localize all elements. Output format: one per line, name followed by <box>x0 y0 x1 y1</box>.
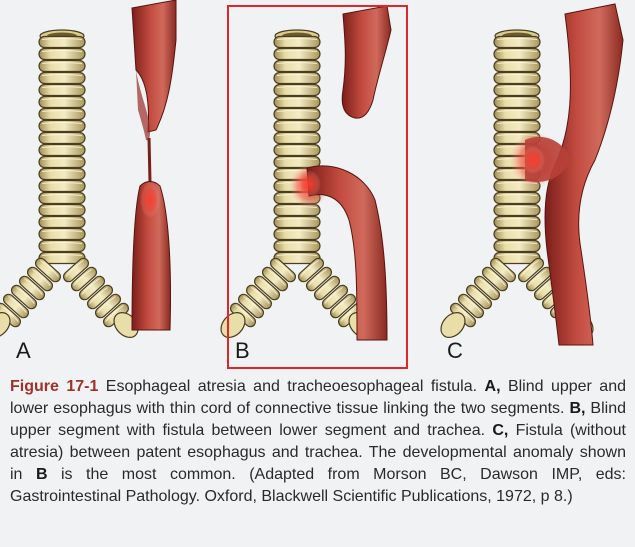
cartilage-ring <box>38 155 86 169</box>
cartilage-ring <box>38 35 86 49</box>
cartilage-ring <box>78 275 106 301</box>
cartilage-ring <box>2 293 30 319</box>
cartilage-ring <box>245 284 273 310</box>
cartilage-ring <box>261 266 289 292</box>
cartilage-ring <box>94 293 122 319</box>
cartilage-ring <box>273 215 321 229</box>
cartilage-ring <box>273 47 321 61</box>
caption-c-text: Fistula (without atresia) between patent… <box>10 422 626 483</box>
left-bronchus-end <box>0 312 11 338</box>
cartilage-ring <box>273 239 321 253</box>
caption-common-text: is the most common. (Adapted from Morson… <box>10 466 627 505</box>
cartilage-ring <box>253 275 281 301</box>
cartilage-ring <box>457 293 485 319</box>
cartilage-ring <box>38 83 86 97</box>
cartilage-ring <box>38 59 86 73</box>
cartilage-ring <box>273 131 321 145</box>
figure-caption: Figure 17-1 Esophageal atresia and trach… <box>10 376 626 508</box>
figure-illustration: A B C <box>0 0 635 372</box>
cartilage-ring <box>38 215 86 229</box>
panel-label-c: C <box>447 338 463 363</box>
panel-a-drawing <box>0 0 177 338</box>
cartilage-ring <box>34 257 62 283</box>
caption-title: Esophageal atresia and tracheoesophageal… <box>98 378 485 395</box>
figure-label: Figure 17-1 <box>10 378 99 395</box>
panel-label-a: A <box>16 338 31 363</box>
cartilage-ring <box>38 179 86 193</box>
cartilage-ring <box>493 119 541 133</box>
cartilage-ring <box>38 143 86 157</box>
cartilage-ring <box>273 71 321 85</box>
caption-a-text: Blind upper and lower esophagus with thi… <box>10 378 626 417</box>
cartilage-ring <box>70 266 98 292</box>
cartilage-ring <box>62 257 90 283</box>
panel-c-drawing <box>440 3 624 346</box>
caption-a-label: A, <box>484 378 501 395</box>
cartilage-ring <box>493 71 541 85</box>
cartilage-ring <box>38 107 86 121</box>
cartilage-ring <box>38 95 86 109</box>
cartilage-ring <box>273 119 321 133</box>
cartilage-ring <box>493 191 541 205</box>
panel-b: B <box>215 0 425 372</box>
cartilage-ring <box>269 257 297 283</box>
cartilage-ring <box>26 266 54 292</box>
cartilage-ring <box>273 227 321 241</box>
caption-b-label: B, <box>569 400 586 417</box>
cartilage-ring <box>481 266 509 292</box>
cartilage-ring <box>38 167 86 181</box>
caption-b-ref: B <box>35 466 48 483</box>
cartilage-ring <box>493 215 541 229</box>
esophagus-c <box>509 3 624 346</box>
cartilage-ring <box>38 119 86 133</box>
caption-c-label: C, <box>492 422 509 439</box>
cartilage-ring <box>313 275 341 301</box>
cartilage-ring <box>38 239 86 253</box>
trachea-b <box>220 29 374 338</box>
cartilage-ring <box>38 131 86 145</box>
panel-c: C <box>425 0 635 372</box>
panel-a: A <box>0 0 215 372</box>
cartilage-ring <box>38 47 86 61</box>
cartilage-ring <box>493 47 541 61</box>
cartilage-ring <box>493 239 541 253</box>
panel-label-b: B <box>235 338 250 363</box>
cartilage-ring <box>321 284 349 310</box>
cartilage-ring <box>493 227 541 241</box>
cartilage-ring <box>493 35 541 49</box>
cartilage-ring <box>38 203 86 217</box>
esophagus-b <box>289 5 392 341</box>
cartilage-ring <box>489 257 517 283</box>
cartilage-ring <box>86 284 114 310</box>
cartilage-ring <box>465 284 493 310</box>
cartilage-ring <box>237 293 265 319</box>
cartilage-ring <box>493 203 541 217</box>
cartilage-ring <box>18 275 46 301</box>
cartilage-ring <box>297 257 325 283</box>
caption-b-text: Blind upper segment with fistula between… <box>10 400 626 439</box>
cartilage-ring <box>517 257 545 283</box>
left-bronchus-end <box>440 312 466 338</box>
cartilage-ring <box>493 107 541 121</box>
panel-b-drawing <box>220 5 392 341</box>
cartilage-ring <box>329 293 357 319</box>
cartilage-ring <box>273 59 321 73</box>
cartilage-ring <box>493 59 541 73</box>
cartilage-ring <box>38 71 86 85</box>
cartilage-ring <box>38 227 86 241</box>
cartilage-ring <box>273 95 321 109</box>
cartilage-ring <box>273 143 321 157</box>
cartilage-ring <box>493 95 541 109</box>
cartilage-ring <box>273 107 321 121</box>
cartilage-ring <box>273 83 321 97</box>
esophagus-a <box>131 0 177 331</box>
cartilage-ring <box>273 35 321 49</box>
cartilage-ring <box>38 191 86 205</box>
cartilage-ring <box>305 266 333 292</box>
cartilage-ring <box>10 284 38 310</box>
trachea-a <box>0 29 139 338</box>
cartilage-ring <box>493 83 541 97</box>
cartilage-ring <box>493 251 541 265</box>
cartilage-ring <box>473 275 501 301</box>
